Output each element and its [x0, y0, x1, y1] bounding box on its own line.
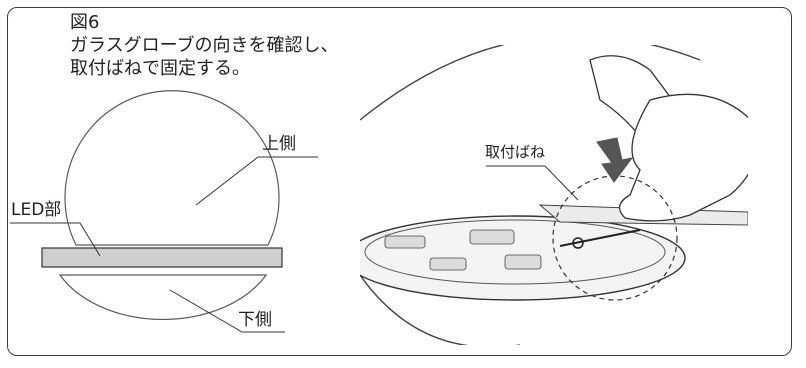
upper-globe-shape [64, 90, 280, 246]
label-led-section: LED部 [11, 200, 62, 220]
leader-line-bottom [169, 289, 285, 333]
leader-line-top [195, 156, 318, 206]
figure-frame [7, 7, 792, 356]
lower-globe-shape [58, 274, 268, 320]
disc-slot-4 [504, 254, 542, 270]
label-bottom-side: 下側 [238, 310, 272, 330]
led-bar [41, 247, 283, 268]
disc-slot-3 [429, 257, 467, 271]
disc-slot-1 [384, 235, 426, 249]
leader-line-led [10, 222, 101, 257]
push-arrow-icon [596, 137, 634, 183]
figure-caption: ガラスグローブの向きを確認し、 取付ばねで固定する。 [70, 34, 339, 80]
caption-line-2: 取付ばねで固定する。 [70, 58, 250, 79]
hand-lower [618, 93, 748, 222]
label-top-side: 上側 [262, 134, 296, 154]
caption-line-1: ガラスグローブの向きを確認し、 [70, 35, 339, 56]
label-mounting-spring: 取付ばね [485, 143, 546, 161]
figure-number: 図6 [70, 12, 100, 33]
fixture-disc-inner [364, 219, 666, 285]
glass-globe-outline [360, 45, 701, 345]
spring-coil [572, 237, 584, 249]
disc-slot-2 [469, 229, 515, 245]
leader-line-spring [486, 165, 579, 201]
